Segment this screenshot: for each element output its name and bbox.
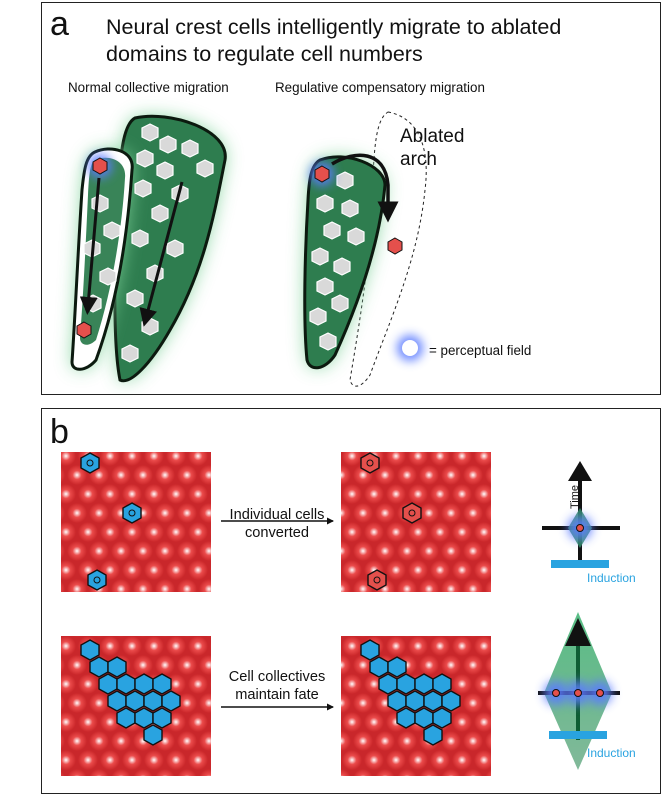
induction-label-top: Induction: [587, 571, 636, 585]
induction-label-bottom: Induction: [587, 746, 636, 760]
tissue-row-1: [61, 452, 491, 592]
compensatory-migration-diagram: [303, 111, 427, 387]
normal-migration-subtitle: Normal collective migration: [68, 80, 229, 95]
ablated-arch-label: Ablated arch: [400, 126, 465, 170]
normal-migration-diagram: [70, 114, 227, 383]
tissue-row-2: [61, 636, 491, 776]
perceptual-field-legend-label: = perceptual field: [429, 343, 532, 358]
cell-collectives-label: Cell collectives maintain fate: [228, 669, 326, 703]
spacetime-diagram-collective: [538, 612, 620, 770]
panel-a-letter: a: [50, 5, 69, 43]
panel-b-letter: b: [50, 413, 69, 451]
spacetime-diagram-individual: [542, 461, 620, 568]
compensatory-migration-subtitle: Regulative compensatory migration: [275, 80, 485, 95]
individual-cells-label: Individual cells converted: [229, 507, 325, 541]
panel-a-title: Neural crest cells intelligently migrate…: [106, 15, 562, 66]
